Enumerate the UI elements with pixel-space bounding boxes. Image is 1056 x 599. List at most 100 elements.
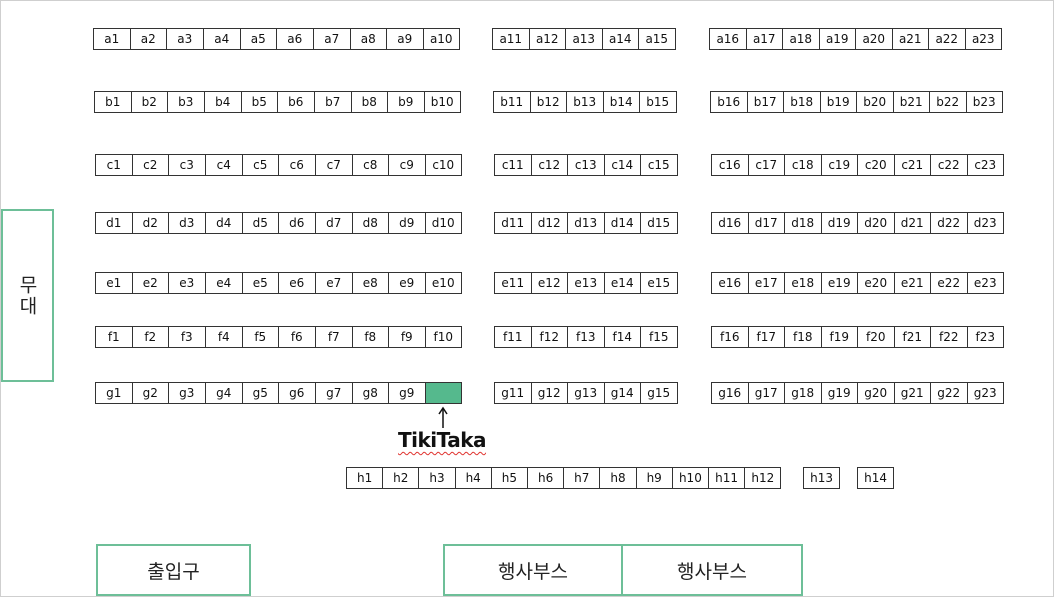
- booth-h6: h6: [527, 467, 565, 489]
- booth-h4: h4: [454, 467, 492, 489]
- booth-c3: c3: [168, 154, 206, 176]
- booth-g18: g18: [784, 382, 822, 404]
- booth-b22: b22: [929, 91, 967, 113]
- booth-e13: e13: [567, 272, 605, 294]
- booth-b13: b13: [566, 91, 604, 113]
- event-booth-1: 행사부스: [443, 544, 623, 596]
- booth-a1: a1: [93, 28, 131, 50]
- booth-e7: e7: [315, 272, 353, 294]
- booth-g23: g23: [966, 382, 1004, 404]
- booth-g21: g21: [893, 382, 931, 404]
- booth-e19: e19: [820, 272, 858, 294]
- booth-d2: d2: [131, 212, 169, 234]
- booth-f19: f19: [820, 326, 858, 348]
- booth-b23: b23: [965, 91, 1003, 113]
- booth-d18: d18: [784, 212, 822, 234]
- booth-e18: e18: [784, 272, 822, 294]
- booth-c19: c19: [820, 154, 858, 176]
- booth-d10: d10: [424, 212, 462, 234]
- booth-e5: e5: [241, 272, 279, 294]
- booth-a8: a8: [349, 28, 387, 50]
- booth-d14: d14: [603, 212, 641, 234]
- booth-h9: h9: [635, 467, 673, 489]
- booth-d19: d19: [820, 212, 858, 234]
- booth-a23: a23: [964, 28, 1002, 50]
- booth-a7: a7: [313, 28, 351, 50]
- booth-d6: d6: [278, 212, 316, 234]
- booth-f10: f10: [424, 326, 462, 348]
- booth-d16: d16: [711, 212, 749, 234]
- booth-g17: g17: [747, 382, 785, 404]
- booth-c2: c2: [131, 154, 169, 176]
- booth-c16: c16: [711, 154, 749, 176]
- booth-f15: f15: [640, 326, 678, 348]
- booth-f3: f3: [168, 326, 206, 348]
- arrow-up-icon: [438, 406, 448, 428]
- booth-e3: e3: [168, 272, 206, 294]
- booth-g11: g11: [494, 382, 532, 404]
- booth-c15: c15: [640, 154, 678, 176]
- booth-e12: e12: [530, 272, 568, 294]
- booth-c23: c23: [966, 154, 1004, 176]
- booth-c17: c17: [747, 154, 785, 176]
- booth-d17: d17: [747, 212, 785, 234]
- booth-d11: d11: [494, 212, 532, 234]
- booth-e4: e4: [205, 272, 243, 294]
- booth-f16: f16: [711, 326, 749, 348]
- booth-c21: c21: [893, 154, 931, 176]
- booth-f20: f20: [857, 326, 895, 348]
- booth-a18: a18: [782, 28, 820, 50]
- booth-f11: f11: [494, 326, 532, 348]
- booth-h5: h5: [490, 467, 528, 489]
- booth-a3: a3: [166, 28, 204, 50]
- booth-d3: d3: [168, 212, 206, 234]
- booth-f23: f23: [966, 326, 1004, 348]
- booth-c9: c9: [388, 154, 426, 176]
- booth-f17: f17: [747, 326, 785, 348]
- booth-e10: e10: [424, 272, 462, 294]
- booth-a13: a13: [565, 28, 603, 50]
- booth-b17: b17: [746, 91, 784, 113]
- booth-a21: a21: [891, 28, 929, 50]
- booth-b3: b3: [167, 91, 205, 113]
- booth-g8: g8: [351, 382, 389, 404]
- booth-g4: g4: [205, 382, 243, 404]
- booth-e15: e15: [640, 272, 678, 294]
- booth-d23: d23: [966, 212, 1004, 234]
- booth-e1: e1: [95, 272, 133, 294]
- booth-c14: c14: [603, 154, 641, 176]
- booth-b19: b19: [819, 91, 857, 113]
- booth-e8: e8: [351, 272, 389, 294]
- booth-b5: b5: [240, 91, 278, 113]
- booth-a12: a12: [528, 28, 566, 50]
- booth-d4: d4: [205, 212, 243, 234]
- booth-c18: c18: [784, 154, 822, 176]
- booth-c4: c4: [205, 154, 243, 176]
- booth-b6: b6: [277, 91, 315, 113]
- booth-h10: h10: [671, 467, 709, 489]
- booth-b12: b12: [529, 91, 567, 113]
- booth-h12: h12: [744, 467, 782, 489]
- booth-g22: g22: [930, 382, 968, 404]
- booth-h7: h7: [563, 467, 601, 489]
- booth-h3: h3: [418, 467, 456, 489]
- booth-highlighted: [424, 382, 462, 404]
- booth-d22: d22: [930, 212, 968, 234]
- booth-a19: a19: [818, 28, 856, 50]
- booth-b16: b16: [710, 91, 748, 113]
- booth-e17: e17: [747, 272, 785, 294]
- booth-b1: b1: [94, 91, 132, 113]
- event-booth-label: 행사부스: [498, 560, 568, 583]
- booth-b14: b14: [602, 91, 640, 113]
- booth-g3: g3: [168, 382, 206, 404]
- booth-d9: d9: [388, 212, 426, 234]
- booth-b8: b8: [350, 91, 388, 113]
- booth-a4: a4: [203, 28, 241, 50]
- entrance: 출입구: [96, 544, 251, 596]
- booth-d13: d13: [567, 212, 605, 234]
- booth-f9: f9: [388, 326, 426, 348]
- booth-b10: b10: [423, 91, 461, 113]
- booth-e22: e22: [930, 272, 968, 294]
- booth-g14: g14: [603, 382, 641, 404]
- booth-a20: a20: [855, 28, 893, 50]
